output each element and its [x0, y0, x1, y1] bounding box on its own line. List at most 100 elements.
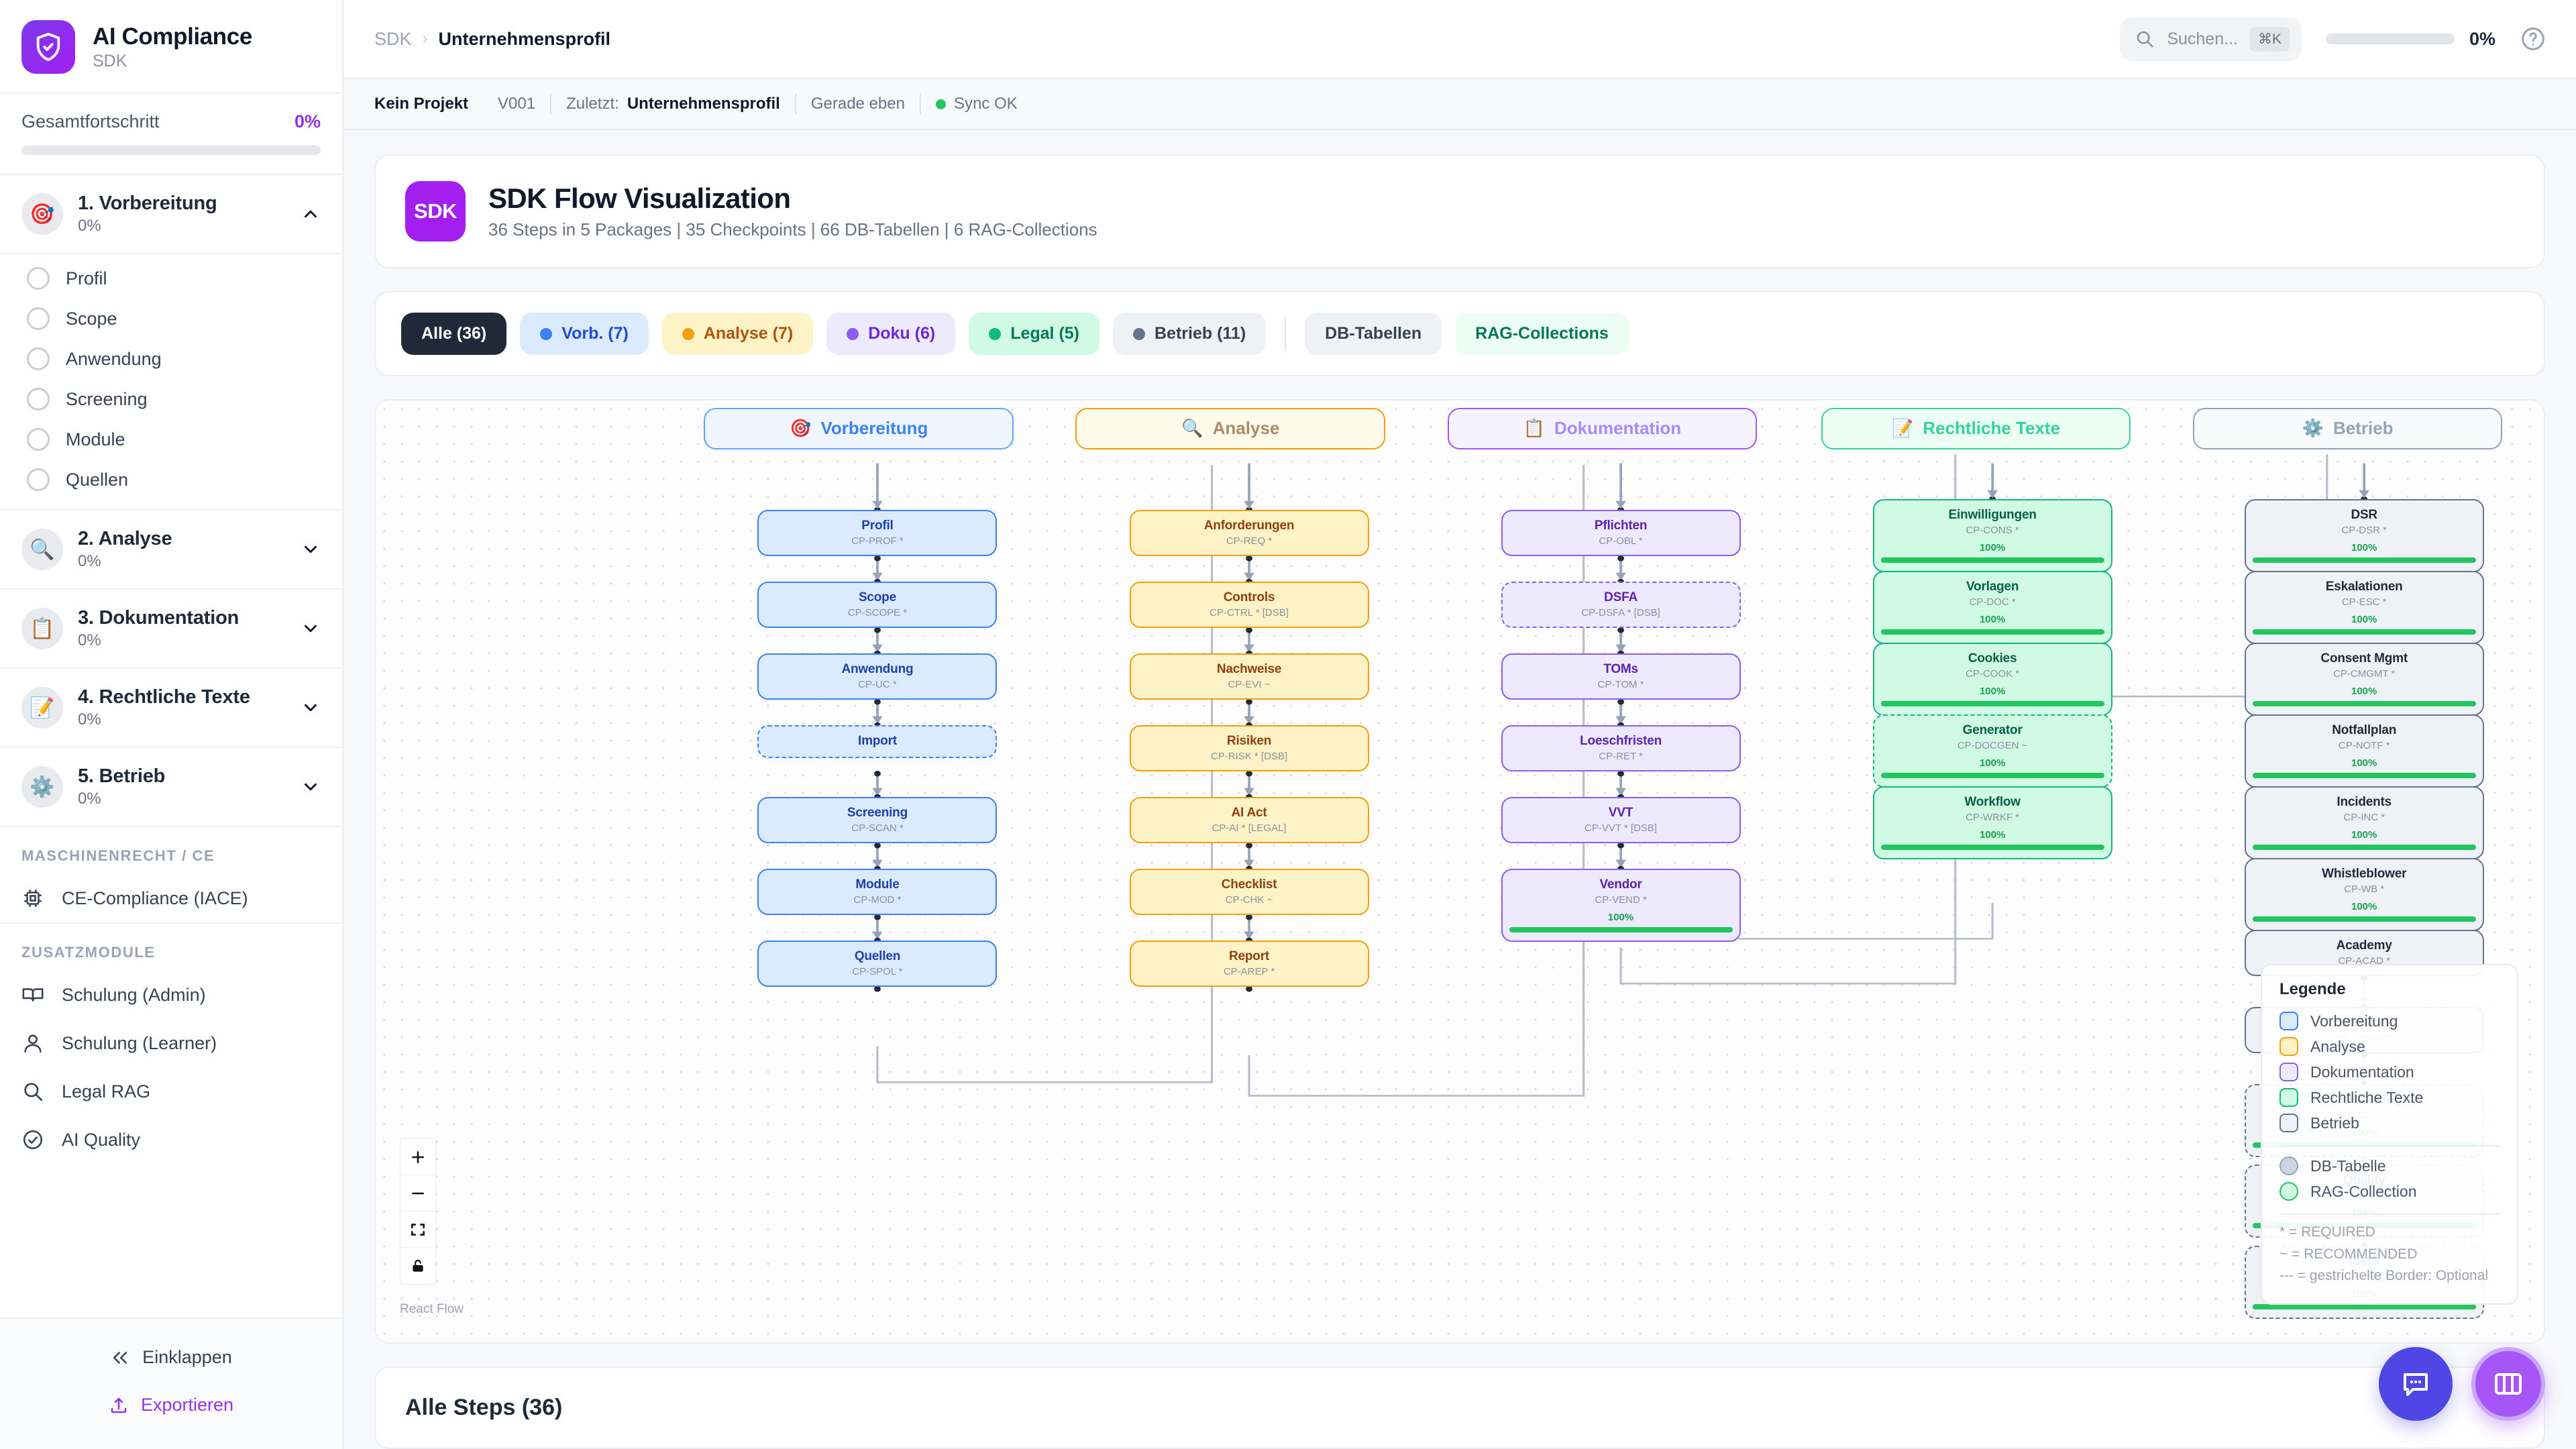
- legend-divider: [2279, 1214, 2500, 1216]
- lane-label: Dokumentation: [1554, 418, 1682, 439]
- node-progress-bar: [2252, 773, 2476, 779]
- legend-label: RAG-Collection: [2310, 1182, 2417, 1200]
- node-code: CP-INC *: [2343, 811, 2385, 823]
- sidebar-item-quellen[interactable]: Quellen: [0, 460, 342, 500]
- filter-chip-extra-1[interactable]: RAG-Collections: [1455, 313, 1629, 355]
- filter-chip-0[interactable]: Alle (36): [401, 313, 507, 355]
- node-name: Einwilligungen: [1948, 508, 2037, 523]
- chip-dot-icon: [989, 327, 1002, 340]
- search-input[interactable]: Suchen... ⌘K: [2120, 17, 2302, 61]
- sidebar-item-ai-quality[interactable]: AI Quality: [0, 1116, 342, 1164]
- search-placeholder: Suchen...: [2167, 29, 2238, 48]
- sidebar-item-label: Legal RAG: [62, 1081, 151, 1102]
- hero-card: SDK SDK Flow Visualization 36 Steps in 5…: [374, 154, 2545, 268]
- panel-fab-button[interactable]: [2471, 1347, 2545, 1421]
- sdk-badge: SDK: [405, 181, 466, 241]
- node-name: Scope: [858, 590, 896, 605]
- collapse-sidebar-button[interactable]: Einklappen: [0, 1334, 342, 1381]
- phase-emoji-icon: 📝: [21, 687, 63, 729]
- zoom-in-button[interactable]: [400, 1139, 435, 1175]
- filter-chip-5[interactable]: Betrieb (11): [1113, 313, 1267, 355]
- sidebar-item-anwendung[interactable]: Anwendung: [0, 339, 342, 379]
- filter-chip-3[interactable]: Doku (6): [826, 313, 956, 355]
- zoom-out-button[interactable]: [400, 1175, 435, 1212]
- filter-chip-4[interactable]: Legal (5): [969, 313, 1099, 355]
- chat-fab-button[interactable]: [2379, 1347, 2453, 1421]
- node-code: CP-RISK * [DSB]: [1210, 750, 1288, 762]
- sidebar-item-label: AI Quality: [62, 1129, 141, 1150]
- overall-progress-track: [21, 146, 321, 155]
- node-code: CP-PROF *: [851, 535, 904, 547]
- sidebar-item-ce-compliance[interactable]: CE-Compliance (IACE): [0, 874, 342, 922]
- radio-icon: [27, 267, 50, 290]
- node-name: TOMs: [1603, 662, 1638, 677]
- sidebar-item-schulung-learner[interactable]: Schulung (Learner): [0, 1019, 342, 1067]
- sidebar-item-legal-rag[interactable]: Legal RAG: [0, 1067, 342, 1116]
- breadcrumb-root[interactable]: SDK: [374, 28, 412, 49]
- filter-chip-1[interactable]: Vorb. (7): [520, 313, 649, 355]
- flow-visualization-card[interactable]: 🎯Vorbereitung🔍Analyse📋Dokumentation📝Rech…: [374, 399, 2545, 1344]
- sidebar-item-module[interactable]: Module: [0, 419, 342, 460]
- node-name: Anforderungen: [1203, 519, 1295, 533]
- legend-label: Analyse: [2310, 1037, 2365, 1055]
- legend-swatch: [2279, 1063, 2298, 1082]
- brand-subtitle: SDK: [93, 51, 127, 70]
- export-button[interactable]: Exportieren: [0, 1381, 342, 1429]
- fit-view-button[interactable]: [400, 1212, 435, 1248]
- help-circle-icon[interactable]: [2520, 25, 2546, 52]
- filter-chip-2[interactable]: Analyse (7): [661, 313, 814, 355]
- react-flow-attribution[interactable]: React Flow: [400, 1302, 464, 1316]
- flow-canvas[interactable]: 🎯Vorbereitung🔍Analyse📋Dokumentation📝Rech…: [376, 400, 2544, 1342]
- sidebar-item-screening[interactable]: Screening: [0, 379, 342, 419]
- content-scroll[interactable]: SDK SDK Flow Visualization 36 Steps in 5…: [343, 130, 2576, 1449]
- legend-package-row: Analyse: [2279, 1034, 2500, 1059]
- flow-node[interactable]: Import: [757, 725, 998, 758]
- node-code: CP-AI * [LEGAL]: [1212, 822, 1287, 834]
- sidebar-item-profil[interactable]: Profil: [0, 258, 342, 299]
- export-label: Exportieren: [140, 1395, 234, 1415]
- chat-bubble-icon: [2404, 1373, 2428, 1396]
- sidebar-item-schulung-admin[interactable]: Schulung (Admin): [0, 971, 342, 1019]
- brand-header[interactable]: AI Compliance SDK: [0, 0, 342, 94]
- lock-button[interactable]: [400, 1248, 435, 1284]
- filter-chip-extra-0[interactable]: DB-Tabellen: [1305, 313, 1442, 355]
- main-area: SDK › Unternehmensprofil Suchen... ⌘K 0%…: [343, 0, 2576, 1449]
- sidebar-item-scope[interactable]: Scope: [0, 299, 342, 339]
- node-name: Screening: [847, 806, 908, 820]
